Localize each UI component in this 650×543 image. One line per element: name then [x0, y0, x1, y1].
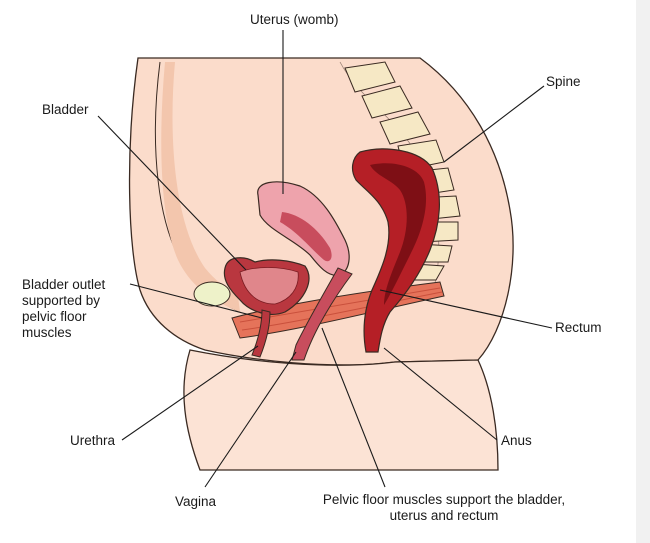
- vagina-canal: [291, 267, 353, 361]
- urethra-tube: [251, 309, 271, 358]
- label-bladder: Bladder: [42, 102, 89, 117]
- label-rectum: Rectum: [555, 320, 602, 335]
- label-vagina: Vagina: [175, 494, 217, 509]
- label-uterus: Uterus (womb): [250, 12, 339, 27]
- pubic-bone: [193, 281, 231, 307]
- page-edge-strip: [636, 0, 650, 543]
- label-anus: Anus: [501, 433, 532, 448]
- label-spine: Spine: [546, 74, 581, 89]
- label-pelvic-floor: Pelvic floor muscles support the bladder…: [322, 492, 566, 523]
- abdomen-shade: [161, 62, 240, 312]
- thigh-skin: [183, 349, 499, 471]
- label-urethra: Urethra: [70, 433, 116, 448]
- leader-lines: [97, 30, 553, 488]
- label-bladder-outlet: Bladder outlet supported by pelvic floor…: [22, 277, 106, 340]
